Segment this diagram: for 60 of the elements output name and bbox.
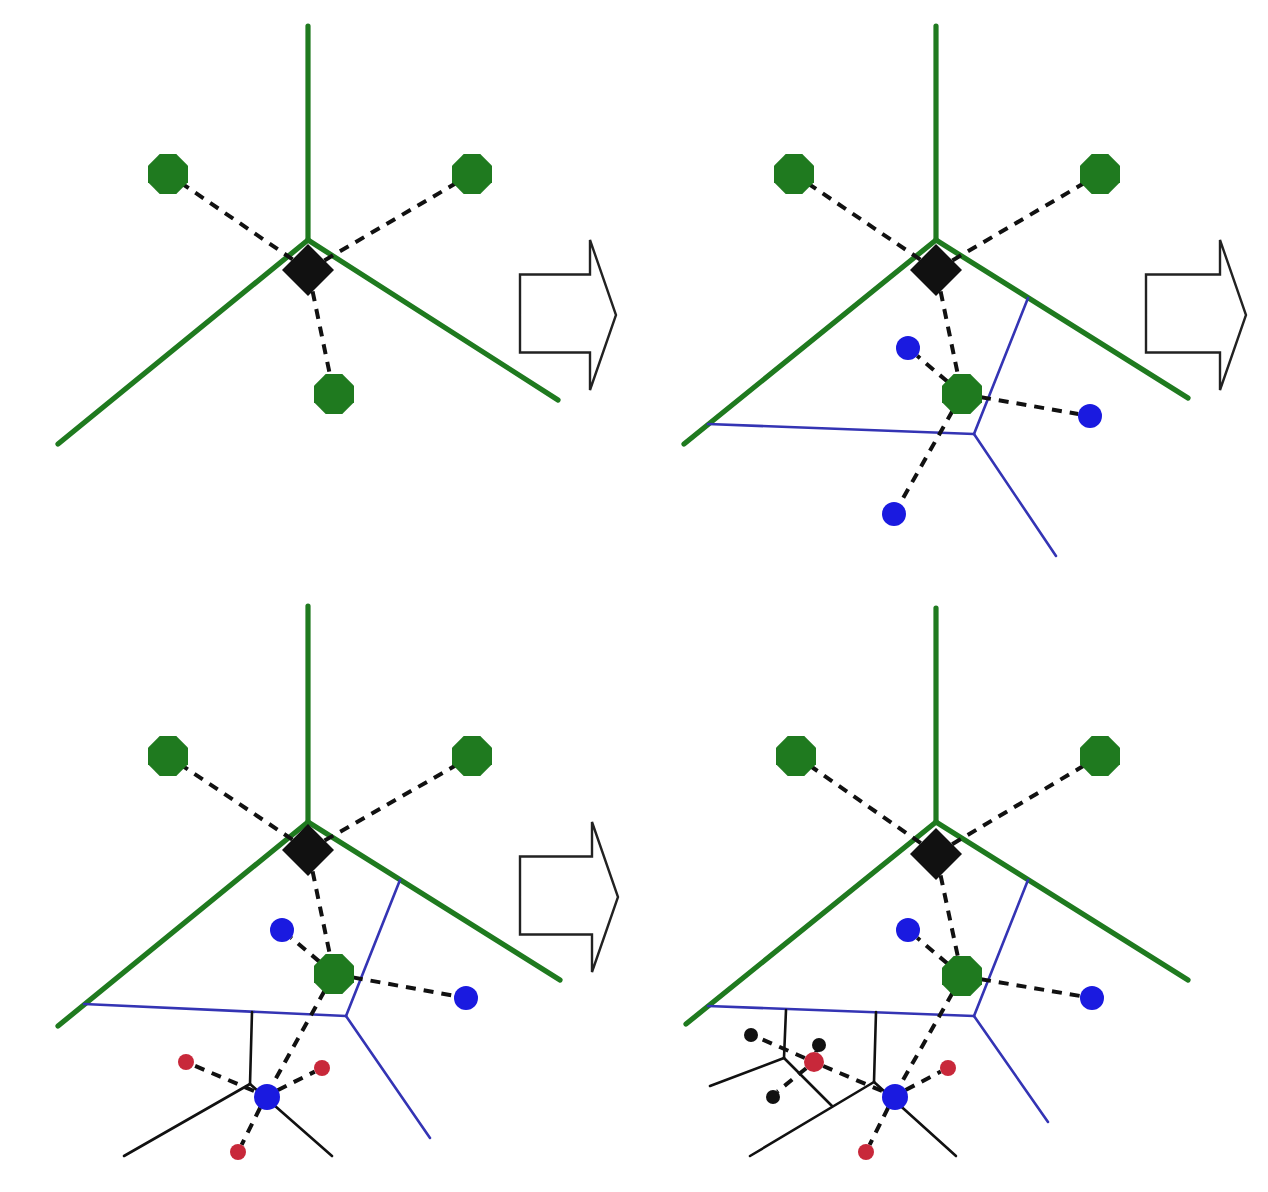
octagon-icon (314, 374, 354, 414)
dashed-connector (951, 181, 1085, 263)
dot-icon (940, 1060, 956, 1076)
dashed-connector (182, 765, 294, 842)
dot-icon (253, 1083, 279, 1109)
dot-icon (314, 1060, 330, 1076)
dashed-connector (980, 977, 1081, 998)
dashed-connector (938, 875, 960, 958)
octagon-icon (148, 736, 188, 776)
dot-icon (1078, 404, 1102, 428)
dot-icon (765, 1089, 779, 1103)
dashed-connector (192, 1063, 255, 1093)
diamond-icon (282, 244, 334, 296)
octagon-icon (774, 154, 814, 194)
octagon-icon (452, 736, 492, 776)
dot-icon (230, 1144, 246, 1160)
dot-icon (270, 918, 294, 942)
octagon-icon (1080, 154, 1120, 194)
dashed-connector (182, 183, 294, 262)
octagon-icon (1080, 736, 1120, 776)
dot-icon (178, 1054, 194, 1070)
dot-icon (882, 502, 906, 526)
dot-icon (743, 1027, 757, 1041)
dashed-connector (867, 1106, 890, 1146)
dashed-connector (289, 936, 321, 964)
dashed-connector (323, 181, 457, 263)
dashed-connector (310, 291, 332, 376)
dashed-connector (898, 991, 955, 1086)
octagon-icon (314, 954, 354, 994)
dashed-connector (980, 395, 1079, 416)
octagon-icon (942, 374, 982, 414)
dashed-connector (323, 763, 457, 843)
dashed-connector (776, 1066, 808, 1094)
dashed-connector (915, 354, 949, 384)
dot-icon (1080, 986, 1104, 1010)
dashed-connector (915, 936, 949, 966)
diamond-icon (282, 824, 334, 876)
dashed-connector (276, 1069, 316, 1092)
dashed-connector (938, 291, 960, 376)
dashed-connector (352, 975, 455, 998)
octagon-icon (452, 154, 492, 194)
diamond-icon (910, 828, 962, 880)
dot-icon (858, 1144, 874, 1160)
dot-icon (896, 918, 920, 942)
octagon-icon (942, 956, 982, 996)
dashed-connector (808, 183, 922, 262)
dot-icon (881, 1083, 907, 1109)
dot-icon (804, 1052, 824, 1072)
dashed-connector (810, 765, 922, 845)
octagon-icon (148, 154, 188, 194)
dashed-connector (822, 1064, 883, 1093)
dot-icon (896, 336, 920, 360)
dot-icon (811, 1037, 825, 1051)
dashed-connector (239, 1106, 262, 1146)
dashed-connector (904, 1069, 942, 1092)
dashed-connector (951, 764, 1085, 846)
octagon-icon (776, 736, 816, 776)
dashed-connector (310, 871, 332, 956)
dot-icon (454, 986, 478, 1010)
diamond-icon (910, 244, 962, 296)
